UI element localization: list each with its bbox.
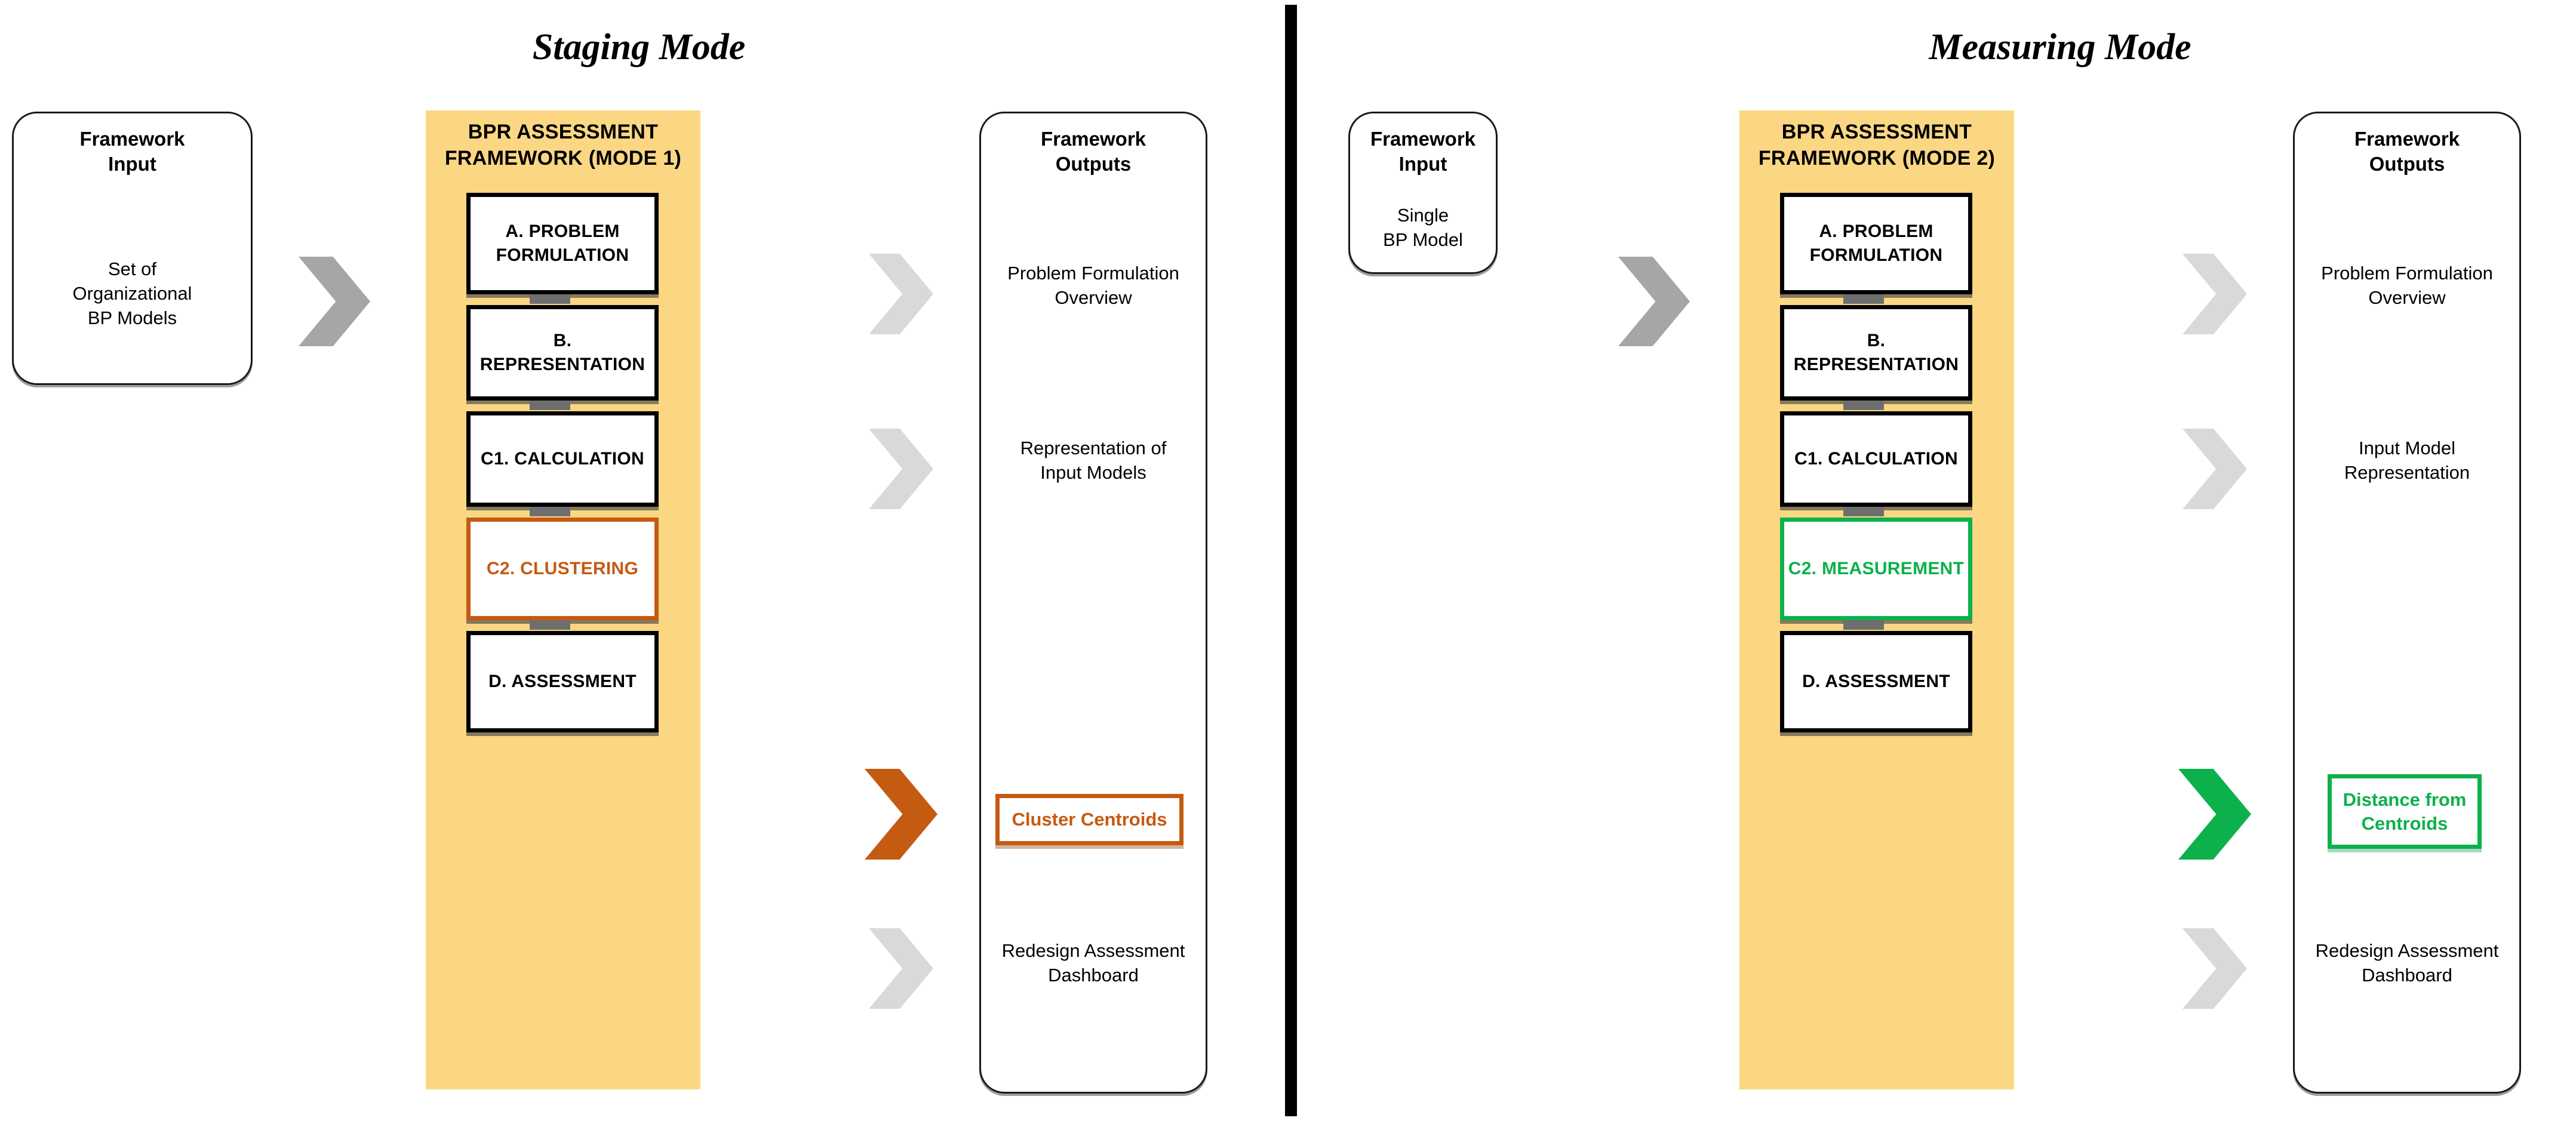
- staging-input-body-line2: Organizational: [72, 283, 192, 304]
- staging-input-body-line1: Set of: [108, 258, 156, 279]
- stage-label: C1. CALCULATION: [1794, 449, 1958, 469]
- staging-framework-title-line2: FRAMEWORK (MODE 1): [444, 147, 682, 170]
- measuring-output-item-4: Redesign Assessment Dashboard: [2298, 938, 2516, 987]
- measuring-stage-c2-measurement[interactable]: C2. MEASUREMENT: [1780, 518, 1972, 620]
- stage-label: C1. CALCULATION: [481, 449, 644, 469]
- measuring-input-body-line2: BP Model: [1383, 229, 1463, 250]
- measuring-outputs-heading-line2: Outputs: [2369, 153, 2445, 175]
- measuring-output-arrow-1-icon: [2182, 254, 2247, 334]
- staging-output-item-3-cluster-centroids[interactable]: Cluster Centroids: [995, 794, 1184, 845]
- measuring-connector-3: [1843, 507, 1884, 516]
- stage-label: A. PROBLEM FORMULATION: [496, 220, 629, 267]
- measuring-framework-title-line2: FRAMEWORK (MODE 2): [1758, 147, 1996, 170]
- staging-connector-1: [530, 294, 570, 304]
- stage-label-line1: A. PROBLEM: [505, 221, 620, 241]
- staging-input-heading-line2: Input: [108, 153, 156, 175]
- staging-output-arrow-2-icon: [869, 429, 933, 509]
- staging-connector-2: [530, 401, 570, 410]
- measuring-framework-outputs-panel: Framework Outputs: [2293, 112, 2521, 1094]
- output-line1: Distance from: [2343, 789, 2467, 810]
- staging-input-arrow-icon: [299, 257, 370, 346]
- stage-label: B. REPRESENTATION: [479, 331, 645, 374]
- output-line2: Centroids: [2361, 812, 2448, 834]
- measuring-output-item-1: Problem Formulation Overview: [2298, 261, 2516, 310]
- staging-stage-c2-clustering[interactable]: C2. CLUSTERING: [466, 518, 659, 620]
- output-line2: Dashboard: [1048, 965, 1139, 986]
- staging-output-arrow-1-icon: [869, 254, 933, 334]
- measuring-output-arrow-2-icon: [2182, 429, 2247, 509]
- output-line1: Problem Formulation: [1007, 263, 1179, 284]
- output-line2: Dashboard: [2362, 965, 2452, 986]
- output-line1: Redesign Assessment: [2315, 940, 2499, 961]
- staging-outputs-heading-line2: Outputs: [1055, 153, 1132, 175]
- stage-label: D. ASSESSMENT: [488, 672, 637, 691]
- output-line1: Cluster Centroids: [1012, 809, 1167, 830]
- output-line2: Representation: [2344, 462, 2470, 483]
- staging-input-heading-line1: Framework: [79, 128, 185, 150]
- measuring-connector-2: [1843, 401, 1884, 410]
- measuring-output-arrow-3-icon: [2178, 769, 2251, 860]
- measuring-stage-d-assessment[interactable]: D. ASSESSMENT: [1780, 631, 1972, 732]
- measuring-framework-input-panel: Framework Input Single BP Model: [1348, 112, 1498, 274]
- stage-label: A. PROBLEM FORMULATION: [1810, 220, 1943, 267]
- measuring-input-heading-line1: Framework: [1370, 128, 1476, 150]
- staging-stage-b-representation[interactable]: B. REPRESENTATION: [466, 305, 659, 401]
- output-line1: Representation of: [1020, 438, 1167, 458]
- measuring-input-arrow-icon: [1618, 257, 1690, 346]
- stage-label-line1: A. PROBLEM: [1819, 221, 1933, 241]
- output-line1: Input Model: [2359, 438, 2455, 458]
- output-line2: Overview: [1055, 287, 1132, 308]
- staging-output-arrow-3-icon: [865, 769, 937, 860]
- measuring-mode-title: Measuring Mode: [1929, 27, 2191, 67]
- staging-stage-a-problem-formulation[interactable]: A. PROBLEM FORMULATION: [466, 193, 659, 294]
- stage-label: C2. CLUSTERING: [486, 559, 639, 578]
- staging-output-item-2: Representation of Input Models: [984, 436, 1203, 485]
- staging-framework-title-line1: BPR ASSESSMENT: [468, 121, 659, 143]
- measuring-connector-4: [1843, 620, 1884, 630]
- stage-label: C2. MEASUREMENT: [1788, 559, 1965, 578]
- staging-output-arrow-4-icon: [869, 928, 933, 1009]
- stage-label: B. REPRESENTATION: [1793, 331, 1959, 374]
- measuring-connector-1: [1843, 294, 1884, 304]
- measuring-stage-c1-calculation[interactable]: C1. CALCULATION: [1780, 411, 1972, 507]
- output-line1: Problem Formulation: [2321, 263, 2493, 284]
- measuring-framework-title-line1: BPR ASSESSMENT: [1781, 121, 1972, 143]
- measuring-stage-b-representation[interactable]: B. REPRESENTATION: [1780, 305, 1972, 401]
- measuring-output-item-2: Input Model Representation: [2298, 436, 2516, 485]
- measuring-outputs-heading-line1: Framework: [2354, 128, 2460, 150]
- staging-output-item-4: Redesign Assessment Dashboard: [984, 938, 1203, 987]
- staging-input-body-line3: BP Models: [87, 307, 177, 328]
- staging-connector-3: [530, 507, 570, 516]
- staging-framework-outputs-panel: Framework Outputs: [979, 112, 1207, 1094]
- staging-outputs-heading-line1: Framework: [1040, 128, 1146, 150]
- output-line1: Redesign Assessment: [1001, 940, 1185, 961]
- measuring-input-body-line1: Single: [1397, 205, 1449, 226]
- output-line2: Overview: [2368, 287, 2446, 308]
- staging-framework-input-panel: Framework Input Set of Organizational BP…: [12, 112, 253, 385]
- staging-output-item-1: Problem Formulation Overview: [984, 261, 1203, 310]
- staging-stage-d-assessment[interactable]: D. ASSESSMENT: [466, 631, 659, 732]
- measuring-output-item-3-distance-from-centroids[interactable]: Distance from Centroids: [2328, 774, 2482, 849]
- stage-label-line2: FORMULATION: [1809, 245, 1943, 265]
- stage-label: D. ASSESSMENT: [1802, 672, 1950, 691]
- mode-divider: [1285, 5, 1297, 1116]
- staging-stage-c1-calculation[interactable]: C1. CALCULATION: [466, 411, 659, 507]
- output-line2: Input Models: [1040, 462, 1146, 483]
- staging-connector-4: [530, 620, 570, 630]
- measuring-stage-a-problem-formulation[interactable]: A. PROBLEM FORMULATION: [1780, 193, 1972, 294]
- measuring-input-heading-line2: Input: [1398, 153, 1447, 175]
- staging-mode-title: Staging Mode: [532, 27, 746, 67]
- stage-label-line2: FORMULATION: [496, 245, 629, 265]
- measuring-output-arrow-4-icon: [2182, 928, 2247, 1009]
